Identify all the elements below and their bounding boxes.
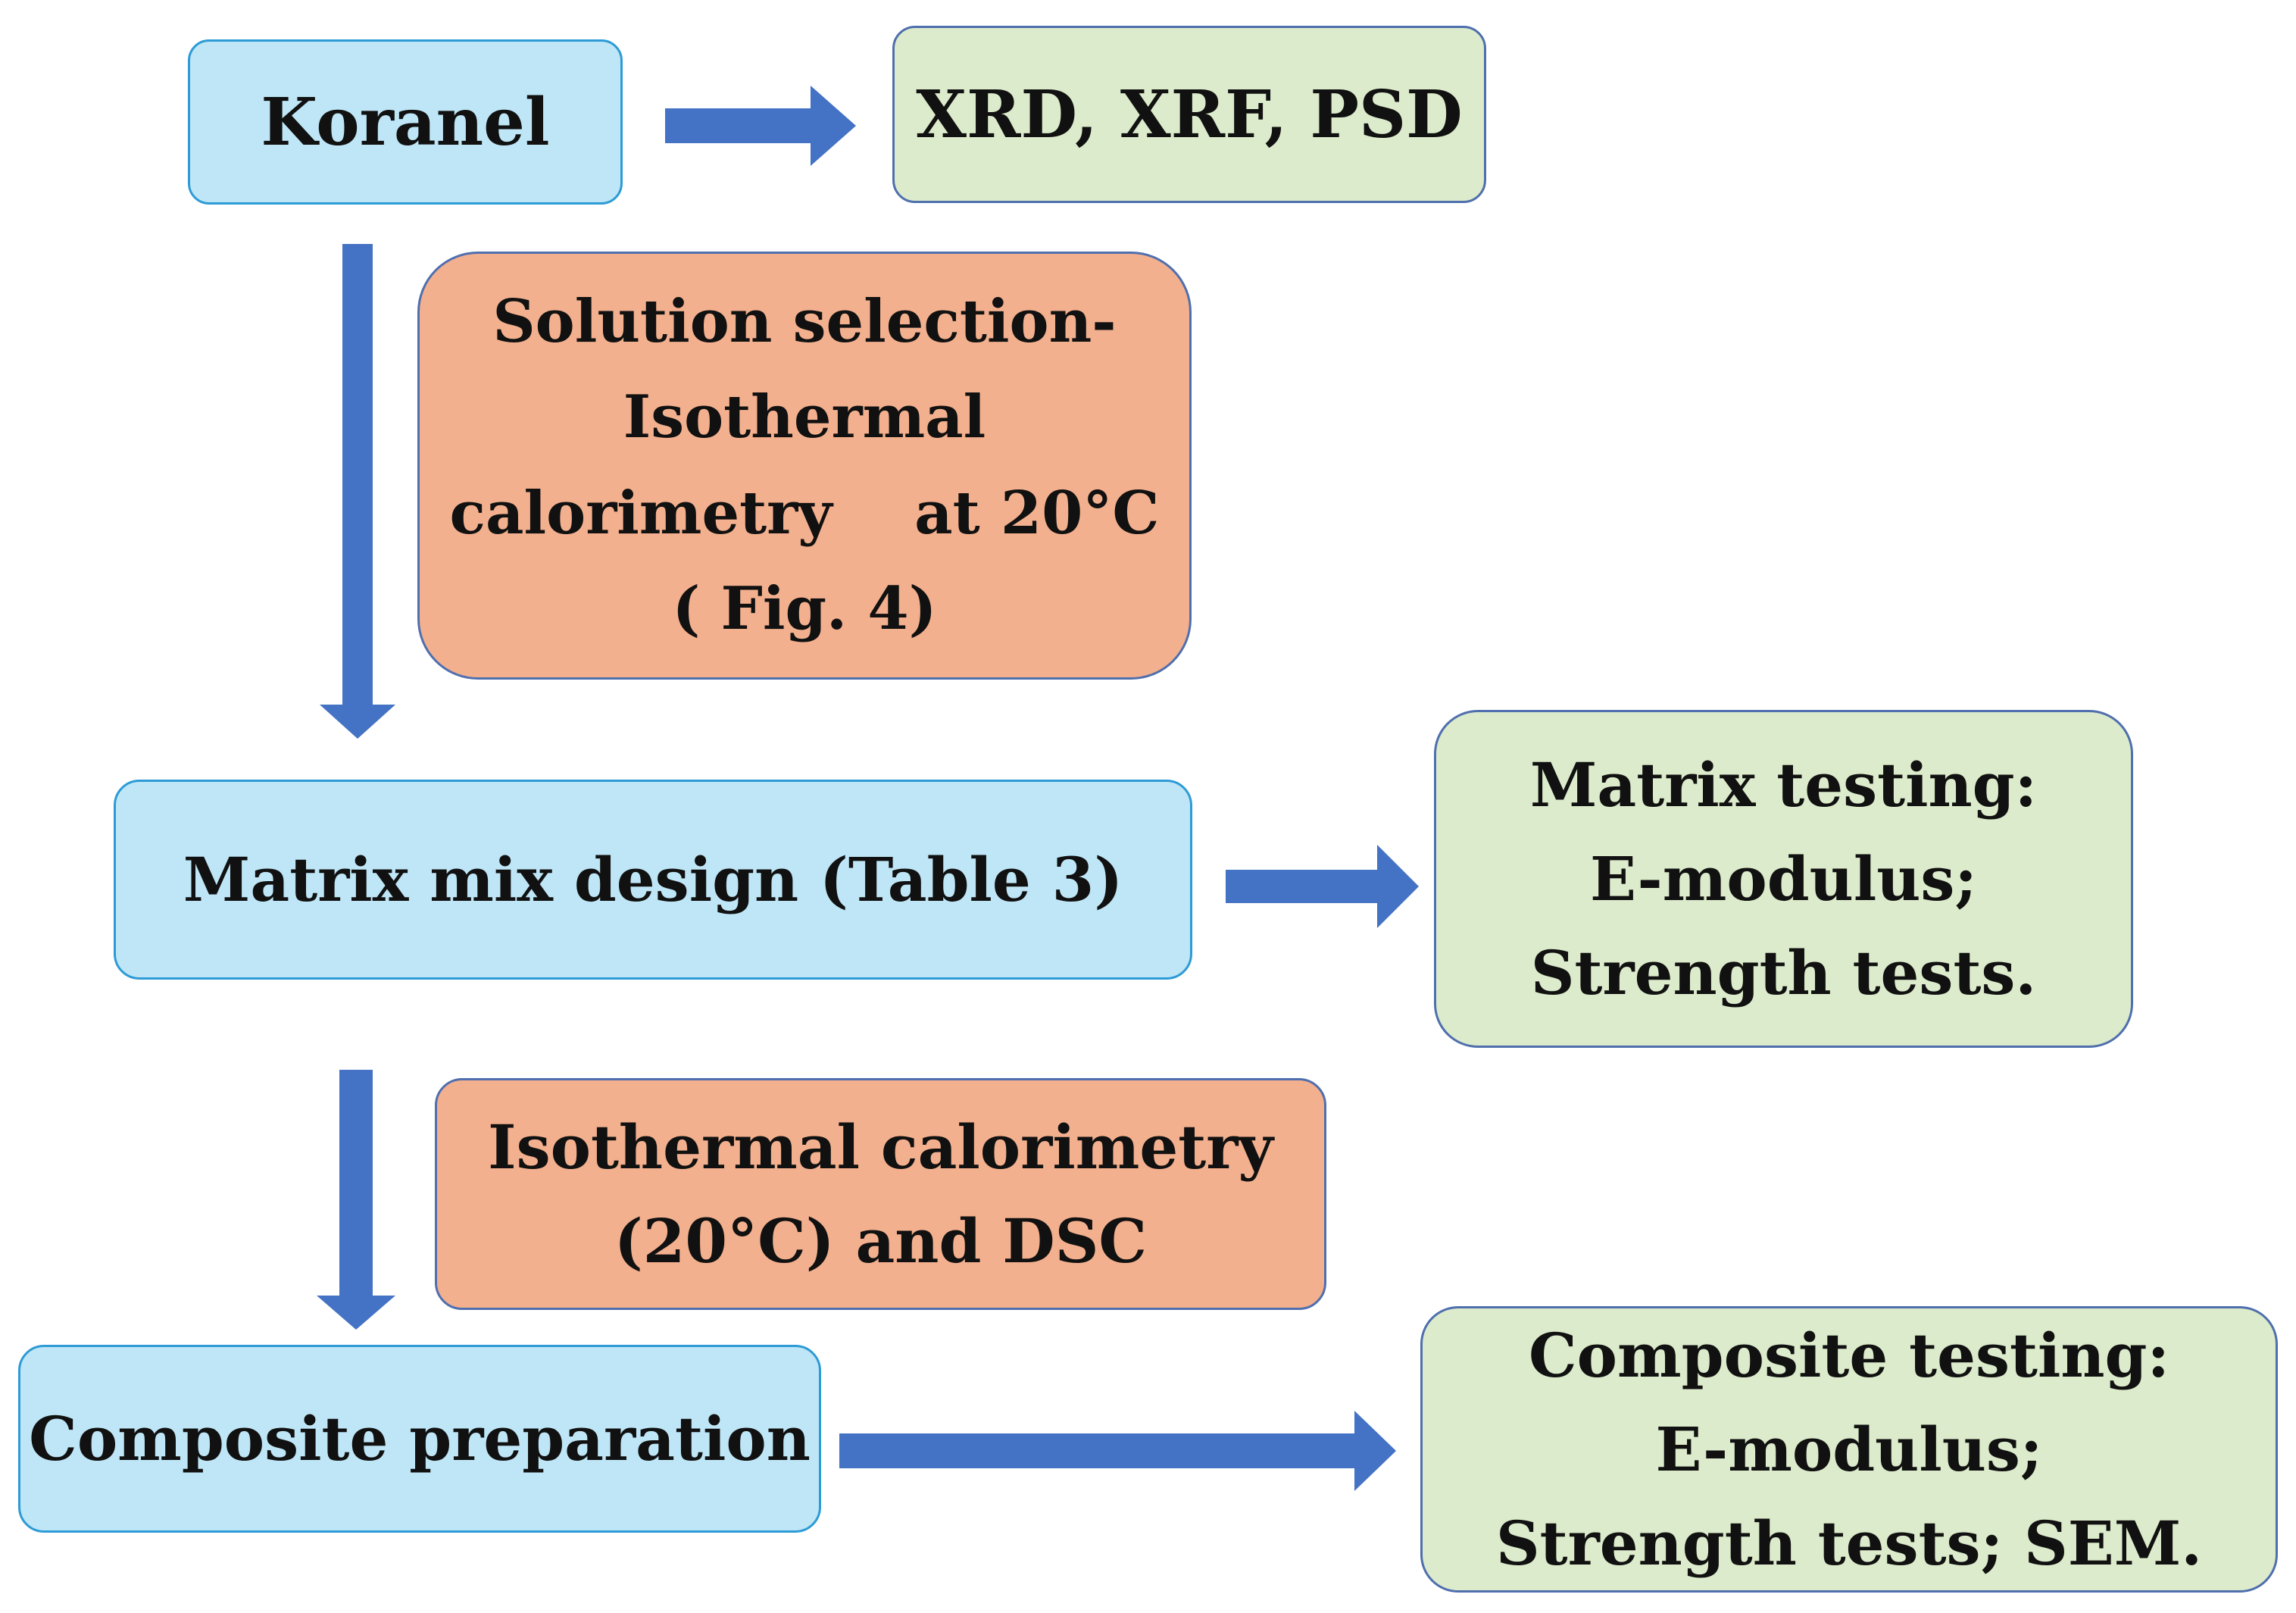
node-matrix-mix-design: Matrix mix design (Table 3) [114, 780, 1192, 980]
node-composite-testing-line-3: Strength tests; SEM. [1495, 1508, 2203, 1579]
node-composite-preparation: Composite preparation [18, 1345, 821, 1533]
node-xrd-line-1: XRD, XRF, PSD [916, 76, 1463, 153]
node-composite-prep-line-1: Composite preparation [29, 1403, 811, 1474]
node-matrix-testing-line-3: Strength tests. [1530, 937, 2037, 1008]
node-composite-testing-line-1: Composite testing: [1529, 1320, 2169, 1391]
node-matrix-testing-line-1: Matrix testing: [1529, 749, 2038, 821]
node-koranel-line-1: Koranel [261, 83, 550, 161]
node-xrd-xrf-psd: XRD, XRF, PSD [892, 26, 1486, 203]
node-composite-testing: Composite testing: E-modulus; Strength t… [1420, 1306, 2278, 1593]
node-matrix-testing: Matrix testing: E-modulus; Strength test… [1434, 710, 2133, 1048]
node-matrix-testing-line-2: E-modulus; [1590, 843, 1977, 914]
node-solution-selection: Solution selection- Isothermal calorimet… [417, 252, 1192, 680]
node-isothermal-dsc: Isothermal calorimetry (20°C) and DSC [435, 1078, 1326, 1310]
arrow-koranel-to-matrix-mix [320, 244, 395, 739]
node-solution-line-3: calorimetry at 20°C [449, 478, 1160, 548]
node-solution-line-2: Isothermal [623, 383, 986, 452]
node-solution-line-4: ( Fig. 4) [672, 574, 937, 643]
node-composite-testing-line-2: E-modulus; [1655, 1414, 2043, 1485]
arrow-matrix-mix-to-matrix-testing [1226, 845, 1419, 928]
node-isothermal-line-1: Isothermal calorimetry [488, 1111, 1273, 1183]
node-koranel: Koranel [188, 39, 623, 205]
arrow-matrix-mix-to-composite-prep [317, 1070, 395, 1330]
arrow-koranel-to-xrd [665, 86, 856, 166]
node-isothermal-line-2: (20°C) and DSC [614, 1205, 1148, 1277]
node-matrix-mix-line-1: Matrix mix design (Table 3) [183, 844, 1123, 915]
node-solution-line-1: Solution selection- [492, 286, 1117, 356]
arrow-composite-prep-to-composite-testing [839, 1411, 1396, 1491]
